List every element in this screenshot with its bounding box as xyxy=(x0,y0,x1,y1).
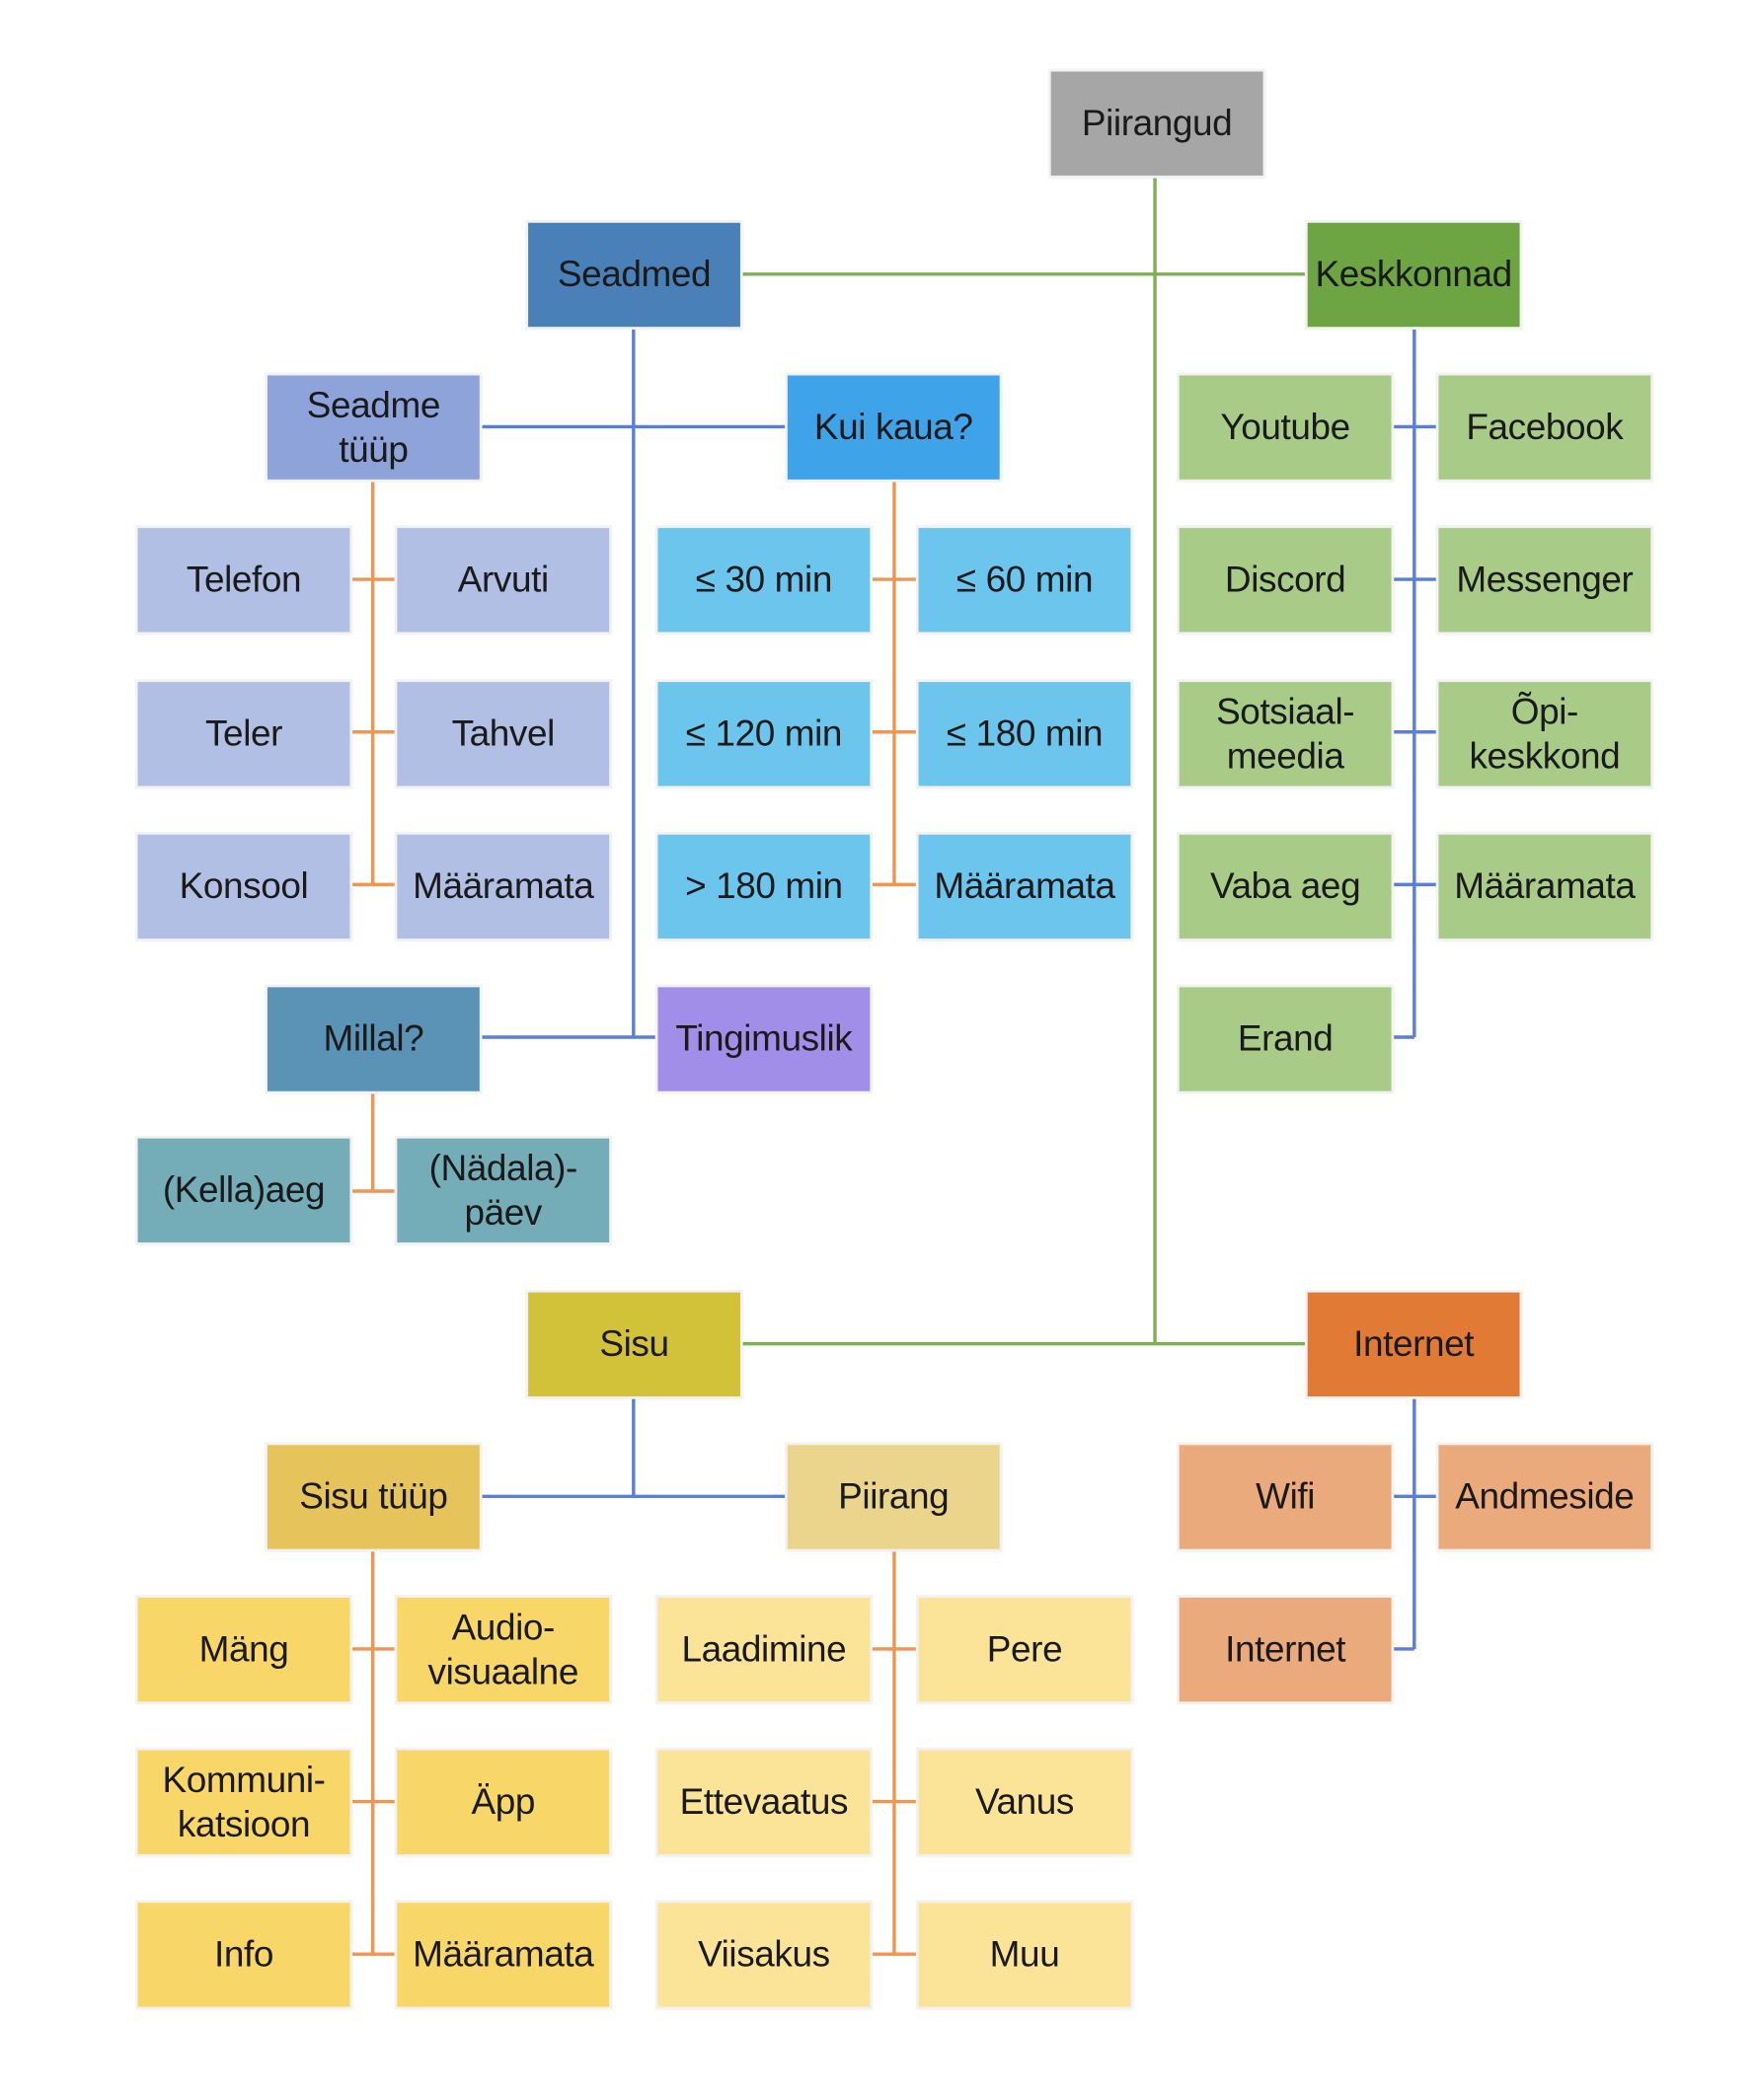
node-sisu: Sisu xyxy=(528,1292,740,1397)
node-konsool: Konsool xyxy=(137,834,350,939)
node-vanus: Vanus xyxy=(918,1750,1131,1854)
node-telefon: Telefon xyxy=(137,528,350,633)
node-messenger: Messenger xyxy=(1438,528,1651,633)
node-seadmed: Seadmed xyxy=(528,222,740,328)
node-laadimine: Laadimine xyxy=(657,1597,871,1702)
node-piirangud: Piirangud xyxy=(1050,71,1263,176)
node-t180: ≤ 180 min xyxy=(918,682,1131,787)
node-teler: Teler xyxy=(137,682,350,787)
node-audiovisuaalne: Audio- visuaalne xyxy=(397,1597,610,1702)
node-info: Info xyxy=(137,1903,350,2007)
node-discord: Discord xyxy=(1179,528,1392,633)
node-vaba-aeg: Vaba aeg xyxy=(1179,834,1392,939)
node-tahvel: Tahvel xyxy=(397,682,610,787)
node-opikeskkond: Õpi- keskkond xyxy=(1438,682,1651,787)
node-internet: Internet xyxy=(1307,1292,1520,1397)
node-kellaaeg: (Kella)aeg xyxy=(137,1138,350,1243)
node-millal: Millal? xyxy=(267,987,480,1091)
node-piirang: Piirang xyxy=(787,1445,1000,1549)
node-t30: ≤ 30 min xyxy=(657,528,871,633)
node-ettevaatus: Ettevaatus xyxy=(657,1750,871,1854)
node-seadme-tyyp: Seadme tüüp xyxy=(267,375,480,480)
node-tingimuslik: Tingimuslik xyxy=(657,987,871,1091)
node-wifi: Wifi xyxy=(1179,1445,1392,1549)
node-maaramata-keskkond: Määramata xyxy=(1438,834,1651,939)
node-pere: Pere xyxy=(918,1597,1131,1702)
node-t120: ≤ 120 min xyxy=(657,682,871,787)
node-maaramata-aeg: Määramata xyxy=(918,834,1131,939)
node-youtube: Youtube xyxy=(1179,375,1392,480)
node-maaramata-seade: Määramata xyxy=(397,834,610,939)
node-andmeside: Andmeside xyxy=(1438,1445,1651,1549)
node-sisu-tyyp: Sisu tüüp xyxy=(267,1445,480,1549)
node-kui-kaua: Kui kaua? xyxy=(787,375,1000,480)
node-nadalapaev: (Nädala)- päev xyxy=(397,1138,610,1243)
node-tover180: > 180 min xyxy=(657,834,871,939)
node-mang: Mäng xyxy=(137,1597,350,1702)
node-t60: ≤ 60 min xyxy=(918,528,1131,633)
node-muu: Muu xyxy=(918,1903,1131,2007)
node-internet-item: Internet xyxy=(1179,1597,1392,1702)
node-kommunikatsioon: Kommuni- katsioon xyxy=(137,1750,350,1854)
node-erand: Erand xyxy=(1179,987,1392,1091)
node-facebook: Facebook xyxy=(1438,375,1651,480)
node-keskkonnad: Keskkonnad xyxy=(1307,222,1520,328)
node-maaramata-sisu: Määramata xyxy=(397,1903,610,2007)
node-sotsiaalmeedia: Sotsiaal- meedia xyxy=(1179,682,1392,787)
node-viisakus: Viisakus xyxy=(657,1903,871,2007)
node-app: Äpp xyxy=(397,1750,610,1854)
node-arvuti: Arvuti xyxy=(397,528,610,633)
